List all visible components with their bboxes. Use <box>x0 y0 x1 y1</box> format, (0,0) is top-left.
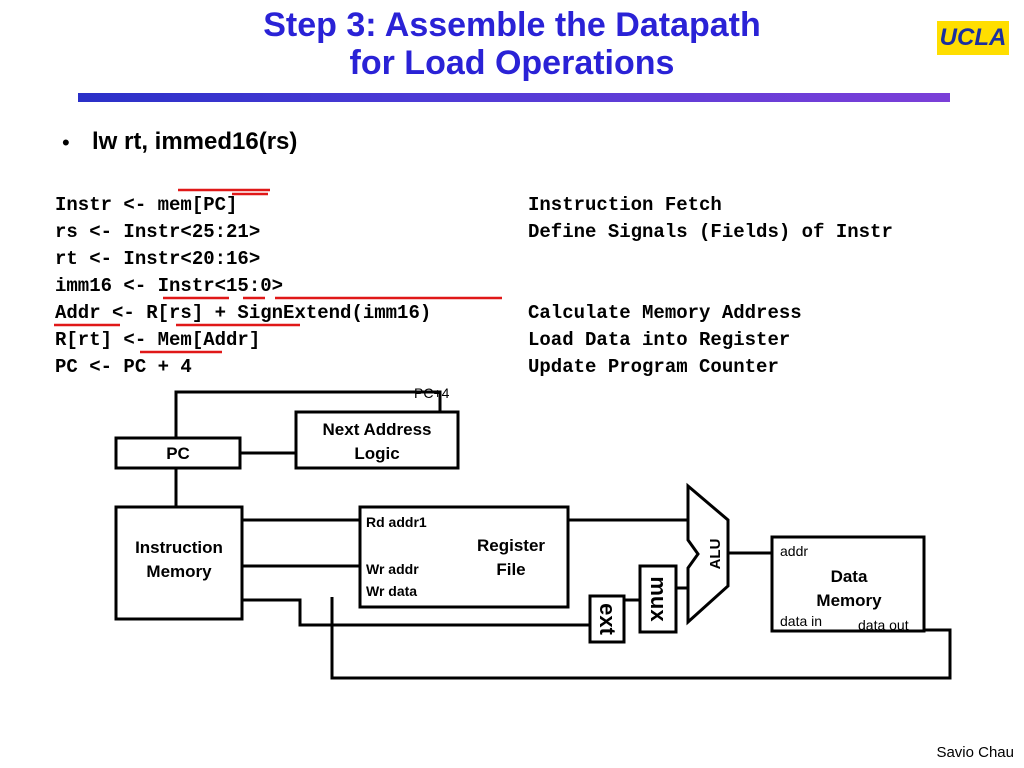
wr-data-port: Wr data <box>366 583 417 599</box>
mux-label: mux <box>646 576 671 622</box>
dmem-label-1: Data <box>831 567 868 586</box>
next-addr-label-1: Next Address <box>323 420 432 439</box>
bullet-marker: • <box>62 130 70 155</box>
rtl-comment-5: Calculate Memory Address <box>528 302 802 324</box>
rtl-line-3: rt <- Instr<20:16> <box>55 246 431 273</box>
rd-addr1-port: Rd addr1 <box>366 514 427 530</box>
imem-label-1: Instruction <box>135 538 223 557</box>
regfile-label-2: File <box>496 560 525 579</box>
rtl-line-2: rs <- Instr<25:21> <box>55 219 431 246</box>
rtl-left-column: Instr <- mem[PC] rs <- Instr<25:21> rt <- … <box>55 165 431 408</box>
next-address-logic <box>294 410 460 470</box>
mux <box>638 564 678 634</box>
imem-label-2: Memory <box>146 562 212 581</box>
register-file <box>358 505 570 609</box>
rtl-line-5: Addr <- R[rs] + SignExtend(imm16) <box>55 300 431 327</box>
regfile-label-1: Register <box>477 536 545 555</box>
dmem-label-2: Memory <box>816 591 882 610</box>
imm16-wire <box>242 598 590 627</box>
pc4-label: PC+4 <box>414 385 450 401</box>
rtl-left-1: Instr <- mem[PC] <box>55 194 238 216</box>
data-out-to-wrdata-wire <box>330 597 952 680</box>
alu-label: ALU <box>707 539 724 570</box>
dmem-addr-port: addr <box>780 543 808 559</box>
rtl-left-5: Addr <- R[rs] + SignExtend(imm16) <box>55 302 432 324</box>
rtl-comment-7: Update Program Counter <box>528 356 779 378</box>
slide-title: Step 3: Assemble the Datapath for Load O… <box>0 6 1024 82</box>
rtl-left-3: rt <- Instr<20:16> <box>55 248 261 270</box>
rtl-comment-6: Load Data into Register <box>528 329 791 351</box>
instruction-heading: lw rt, immed16(rs) <box>92 128 298 155</box>
rtl-left-4: imm16 <- Instr<15:0> <box>55 275 284 297</box>
rtl-line-7: PC <- PC + 4 <box>55 354 431 381</box>
dmem-data-in-port: data in <box>780 613 822 629</box>
title-line-2: for Load Operations <box>349 44 675 82</box>
rtl-line-4: imm16 <- Instr<15:0> <box>55 273 431 300</box>
rtl-left-2: rs <- Instr<25:21> <box>55 221 261 243</box>
ext-label: ext <box>595 603 620 635</box>
rtl-comment-1: Instruction Fetch <box>528 194 722 216</box>
ucla-logo: UCLA <box>937 21 1009 55</box>
dmem-data-out-port: data out <box>858 617 909 633</box>
title-divider <box>78 93 950 102</box>
wr-addr-port: Wr addr <box>366 561 419 577</box>
rtl-left-7: PC <- PC + 4 <box>55 356 192 378</box>
alu <box>686 482 730 626</box>
rtl-left-6: R[rt] <- Mem[Addr] <box>55 329 261 351</box>
rtl-line-6: R[rt] <- Mem[Addr] <box>55 327 431 354</box>
data-memory <box>770 535 926 633</box>
next-addr-label-2: Logic <box>354 444 399 463</box>
rtl-line-1: Instr <- mem[PC] <box>55 192 431 219</box>
sign-extend <box>588 594 626 644</box>
rtl-comment-2: Define Signals (Fields) of Instr <box>528 221 893 243</box>
pc-register <box>114 436 242 470</box>
author-credit: Savio Chau <box>936 744 1014 761</box>
pc-label: PC <box>166 444 190 463</box>
title-line-1: Step 3: Assemble the Datapath <box>263 6 761 44</box>
instruction-memory <box>114 505 244 621</box>
pc4-feedback-wire <box>174 390 442 438</box>
